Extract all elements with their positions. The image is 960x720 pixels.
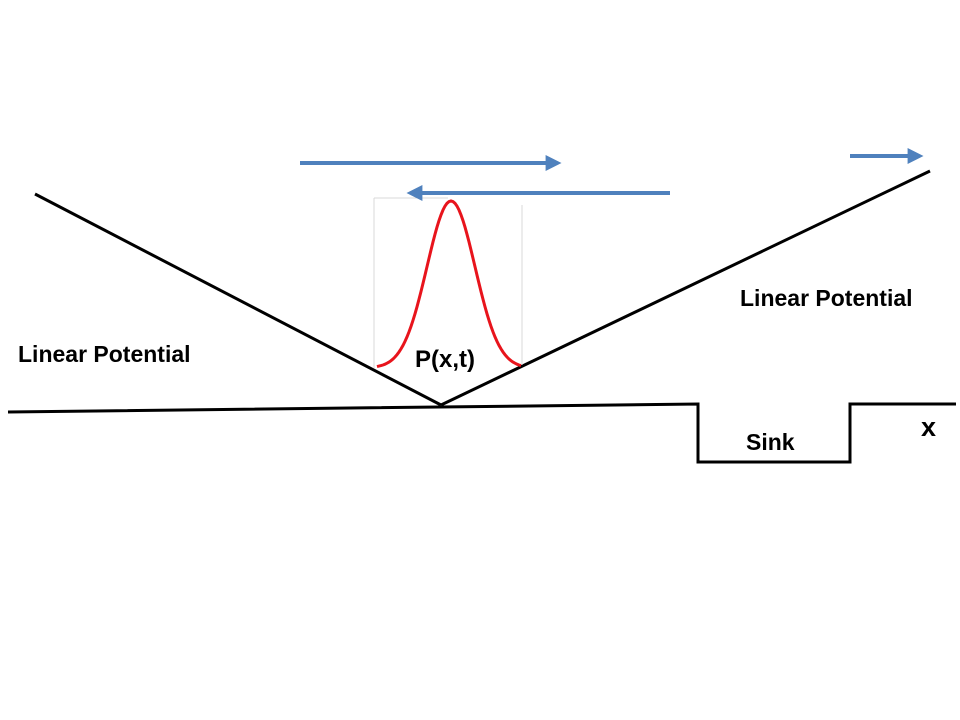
- right-potential-label: Linear Potential: [740, 285, 913, 311]
- sink-label: Sink: [746, 429, 795, 455]
- left-potential-line: [34, 192, 442, 407]
- distribution-label: P(x,t): [415, 346, 475, 373]
- left-potential-label: Linear Potential: [18, 341, 191, 367]
- x-axis-label: x: [921, 412, 937, 442]
- right-potential-line: [440, 169, 931, 407]
- distribution-curve: [376, 199, 522, 369]
- baseline-with-sink: [7, 402, 956, 464]
